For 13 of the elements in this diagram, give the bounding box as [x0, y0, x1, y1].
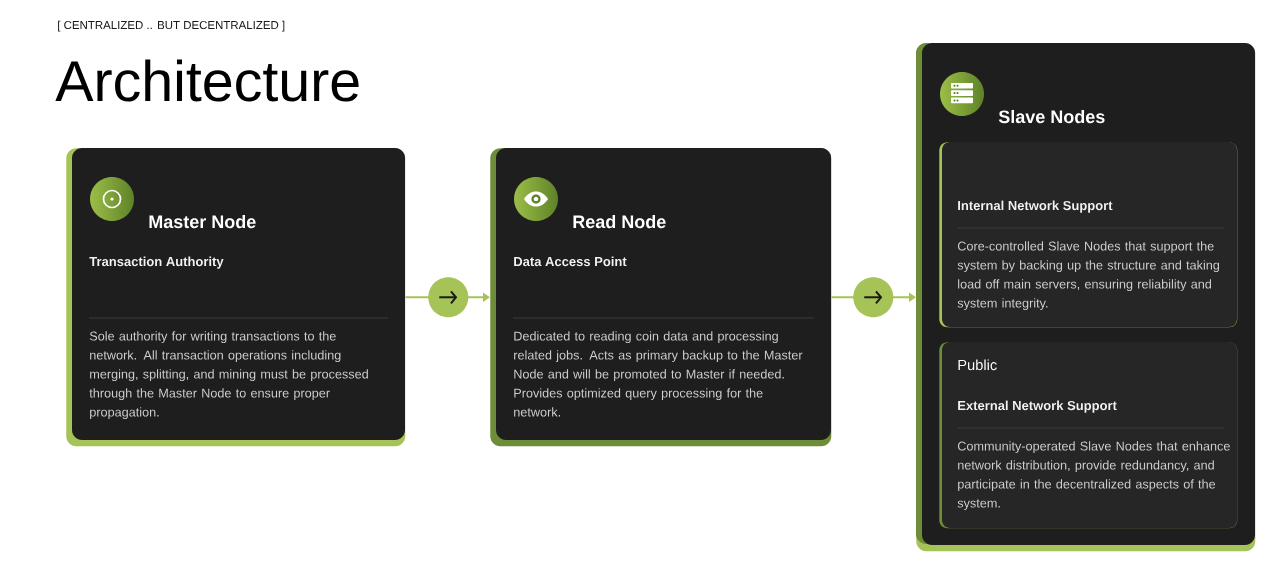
card-subtitle: Data Access Point	[514, 256, 627, 267]
card-title: Slave Nodes	[998, 109, 1105, 124]
description: Sole authority for writing transactions to the network. All transaction operations including merging, splitting, and mining must be processed through the Master Node to ensure proper propagation.	[89, 331, 368, 420]
card-subtitle: Transaction Authority	[89, 256, 224, 269]
arrow	[404, 277, 490, 318]
description: Core-controlled Slave Nodes that support the system by backing up the structure and taking load off main servers, ensuring reliability and system integrity.	[957, 241, 1220, 311]
panel-heading: Public	[958, 359, 997, 371]
tagline: [ CENTRALIZED .. BUT DECENTRALIZED ]	[58, 20, 285, 32]
description: Community-operated Slave Nodes that enhance network distribution, provide redundancy, and participate in the decentralized aspects of the system.	[957, 441, 1230, 511]
panel-subtitle: External Network Support	[958, 400, 1117, 413]
panel-subtitle: Internal Network Support	[958, 200, 1113, 213]
arrow	[830, 277, 916, 318]
description: Dedicated to reading coin data and processing related jobs. Acts as primary backup to the Master Node and will be promoted to Master if needed. Provides optimized query processing for the network.	[514, 331, 803, 417]
